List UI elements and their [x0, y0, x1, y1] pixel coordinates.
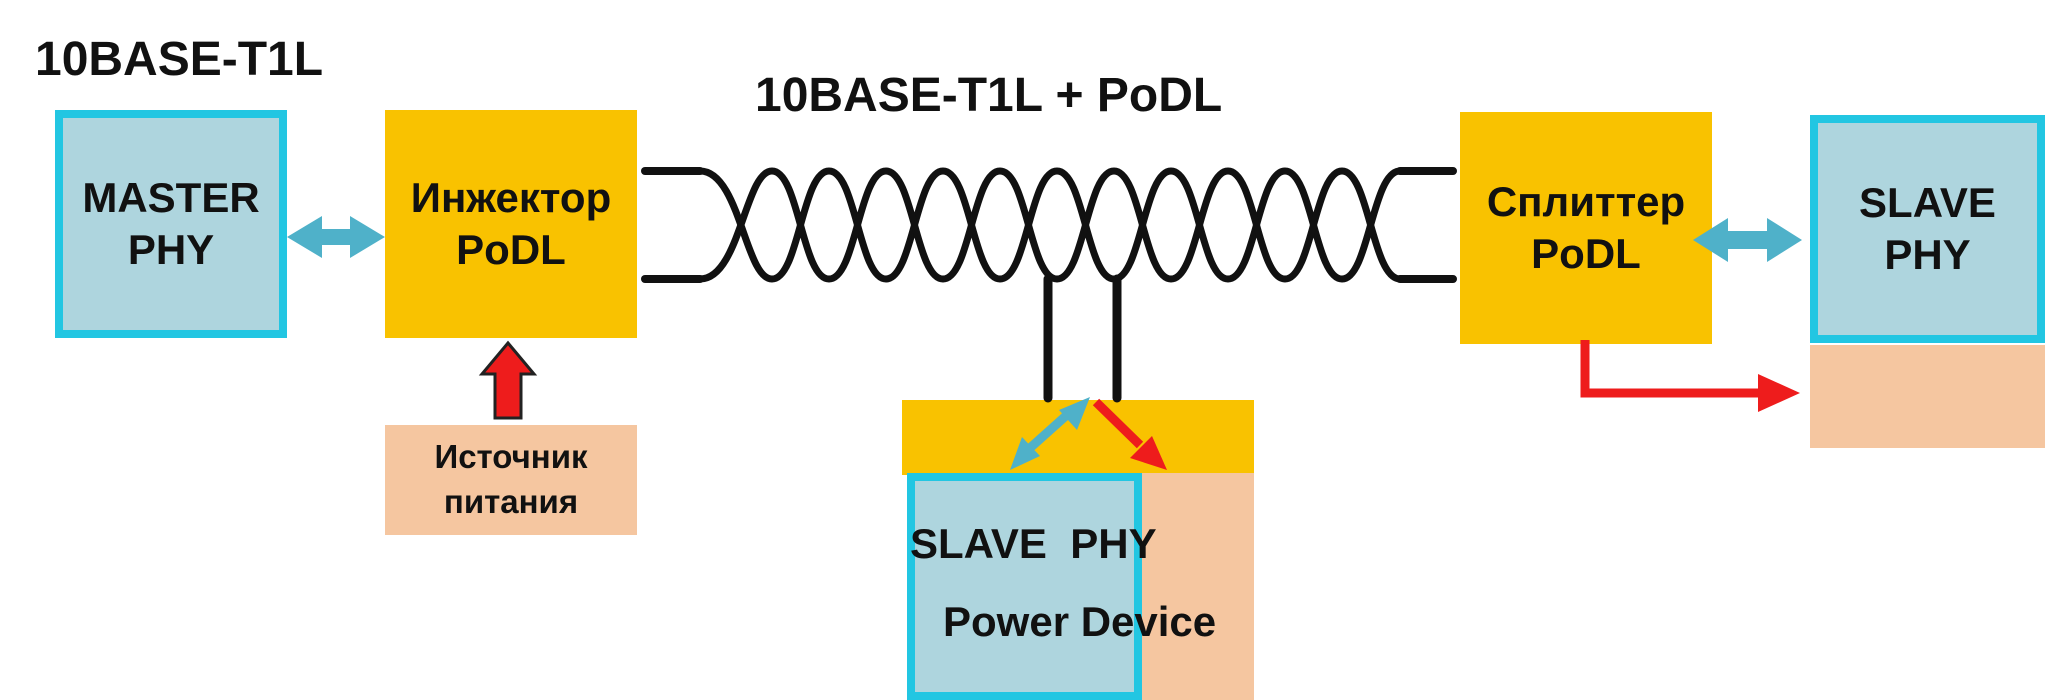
injector-label-line1: Инжектор — [410, 173, 612, 221]
pd-power-arrow — [1092, 398, 1167, 470]
data-arrow-master-injector — [287, 216, 385, 258]
pd-power-block — [1140, 473, 1254, 700]
master-phy-label-line2: PHY — [127, 226, 215, 273]
data-arrow-splitter-slave — [1693, 218, 1802, 262]
twisted-pair-cable — [699, 167, 1401, 283]
slave-phy-right-label-line2: PHY — [1884, 231, 1971, 278]
master-phy-label-line1: MASTER — [82, 173, 260, 221]
power-up-arrow — [478, 340, 538, 420]
injector-label-line2: PoDL — [456, 226, 566, 273]
pd-power-device-label: Power Device — [943, 598, 1217, 645]
slave-phy-block-right: SLAVE PHY — [1810, 115, 2045, 343]
pd-drop-wires — [1043, 274, 1122, 403]
pd-slave-phy-block — [907, 473, 1142, 700]
standard-title: 10BASE-T1L — [35, 33, 324, 86]
podl-splitter-block: Сплиттер PoDL — [1460, 112, 1712, 344]
splitter-cable-stubs — [1396, 167, 1457, 283]
power-arrow-splitter — [1580, 340, 1800, 412]
diagram-title: 10BASE-T1L + PoDL — [755, 69, 1223, 122]
power-source-label-line2: питания — [443, 483, 579, 520]
power-source-block: Источник питания — [385, 425, 637, 535]
pd-slave-phy-label: SLAVE PHY — [910, 520, 1157, 567]
injector-cable-stubs — [641, 167, 704, 283]
podl-injector-block: Инжектор PoDL — [385, 110, 637, 338]
pd-data-arrow — [1010, 397, 1090, 470]
slave-phy-right-label-line1: SLAVE — [1859, 178, 1996, 226]
slave-power-block-right — [1810, 345, 2045, 448]
power-source-label-line1: Источник — [434, 438, 588, 476]
splitter-label-line2: PoDL — [1531, 230, 1641, 277]
splitter-label-line1: Сплиттер — [1486, 177, 1686, 225]
master-phy-block: MASTER PHY — [55, 110, 287, 338]
